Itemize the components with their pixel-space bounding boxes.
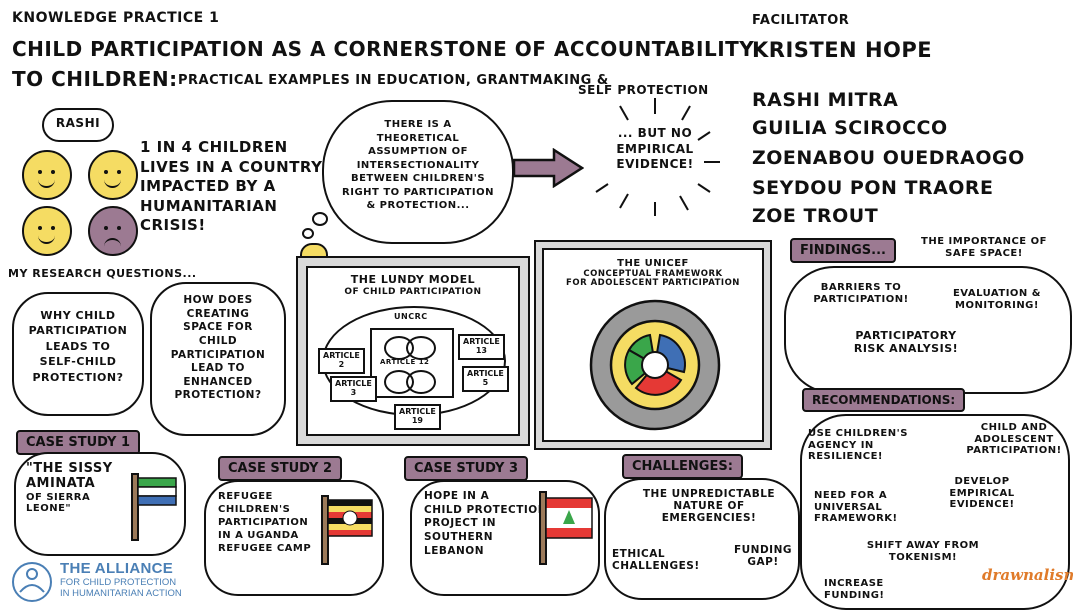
article-12: Article 12 — [380, 358, 430, 366]
article-2: Article2 — [318, 348, 365, 374]
unicef-framework-panel: The UNICEF Conceptual Framework for Adol… — [542, 248, 764, 442]
finding-1: The importance of safe space! — [921, 236, 1047, 259]
unicef-title-1: The UNICEF — [617, 258, 689, 269]
recommendation-2: Child and adolescent participation! — [966, 422, 1062, 456]
article-12-box: Article 12 — [370, 328, 454, 398]
lundy-title-1: The Lundy Model — [350, 273, 476, 286]
arrow-right-icon — [512, 148, 584, 188]
title-line2b: Practical Examples in Education, Grantma… — [178, 73, 609, 88]
alliance-logo-icon — [12, 562, 52, 602]
recommendation-4: Develop empirical evidence! — [949, 476, 1015, 510]
challenges-label: Challenges: — [622, 454, 743, 479]
article-13: Article13 — [458, 334, 505, 360]
burst-text: ... but no empirical evidence! — [616, 126, 694, 172]
title-line2: to Children: — [12, 67, 178, 91]
thought-dot — [312, 212, 328, 226]
unicef-title-2: Conceptual Framework — [583, 268, 723, 279]
question-bubble-1: Why child participation leads to self-ch… — [12, 292, 144, 416]
alliance-logo-text: THE ALLIANCE FOR CHILD PROTECTION IN HUM… — [60, 560, 182, 599]
article-3: Article3 — [330, 376, 377, 402]
title-line3: Self Protection — [578, 83, 709, 97]
case-study-3-text: Hope in a child protection project in so… — [424, 490, 547, 557]
rashi-label: Rashi — [55, 116, 101, 130]
recommendation-6: Increase funding! — [824, 578, 885, 601]
speaker-2: Guilia Scirocco — [752, 117, 948, 139]
uncrc-label: UNCRC — [394, 312, 428, 321]
unicef-title-3: for Adolescent Participation — [566, 278, 740, 289]
recommendation-5: Shift away from tokenism! — [866, 540, 980, 563]
child-face-icon — [88, 150, 138, 200]
rashi-bubble: Rashi — [42, 108, 114, 142]
facilitator-label: Facilitator — [752, 13, 850, 28]
unicef-framework-diagram — [589, 299, 721, 431]
case-study-3-label: Case Study 3 — [404, 456, 528, 481]
case-study-2-text: Refugee children's participation in a Ug… — [218, 491, 312, 554]
case-study-2-label: Case Study 2 — [218, 456, 342, 481]
lundy-model-panel: The Lundy Model of Child Participation U… — [306, 266, 520, 436]
child-face-icon — [22, 206, 72, 256]
facilitator-name: Kristen Hope — [752, 38, 933, 62]
article-5: Article5 — [462, 366, 509, 392]
uganda-flag-icon — [321, 495, 373, 565]
recommendation-3: Need for a universal framework! — [814, 490, 898, 524]
question-bubble-2: How does creating space for child partic… — [150, 282, 286, 436]
lundy-title-2: of Child Participation — [344, 286, 482, 297]
thought-dot — [302, 228, 314, 239]
finding-4: Participatory risk analysis! — [853, 329, 959, 355]
kicker: Knowledge Practice 1 — [12, 10, 220, 26]
speaker-5: Zoe Trout — [752, 205, 879, 227]
burst-lines-icon — [595, 98, 720, 216]
challenge-1: The unpredictable nature of emergencies! — [642, 488, 776, 525]
article-19: Article19 — [394, 404, 441, 430]
child-face-icon — [22, 150, 72, 200]
sad-child-face-icon — [88, 206, 138, 256]
recommendations-bubble — [800, 414, 1070, 610]
speaker-1: Rashi Mitra — [752, 89, 899, 111]
recommendations-label: Recommendations: — [802, 388, 966, 412]
finding-2: Barriers to participation! — [813, 282, 909, 305]
lundy-model-frame: The Lundy Model of Child Participation U… — [296, 256, 530, 446]
case-study-1-text: "The Sissy Aminata of Sierra Leone" — [26, 461, 113, 515]
title-line1: Child Participation as a Cornerstone of … — [12, 37, 755, 61]
rashi-stat: 1 in 4 children lives in a country impac… — [140, 138, 323, 234]
recommendation-1: Use children's agency in resilience! — [808, 428, 908, 462]
challenge-2: Ethical challenges! — [612, 548, 700, 573]
thought-text: There is a theoretical assumption of int… — [342, 119, 494, 211]
unicef-framework-frame: The UNICEF Conceptual Framework for Adol… — [534, 240, 772, 450]
findings-label: Findings... — [790, 238, 896, 263]
challenge-3: Funding gap! — [733, 544, 792, 569]
drawnalism-signature: drawnalism — [982, 566, 1073, 584]
sierra-leone-flag-icon — [131, 473, 177, 541]
research-label: My research questions... — [8, 267, 197, 280]
speaker-3: Zoenabou Ouedraogo — [752, 147, 1025, 169]
thought-bubble: There is a theoretical assumption of int… — [322, 100, 514, 244]
finding-3: Evaluation & monitoring! — [952, 288, 1042, 311]
challenges-bubble — [604, 478, 800, 600]
speaker-4: Seydou Pon Traore — [752, 177, 994, 199]
lebanon-flag-icon — [539, 491, 593, 565]
